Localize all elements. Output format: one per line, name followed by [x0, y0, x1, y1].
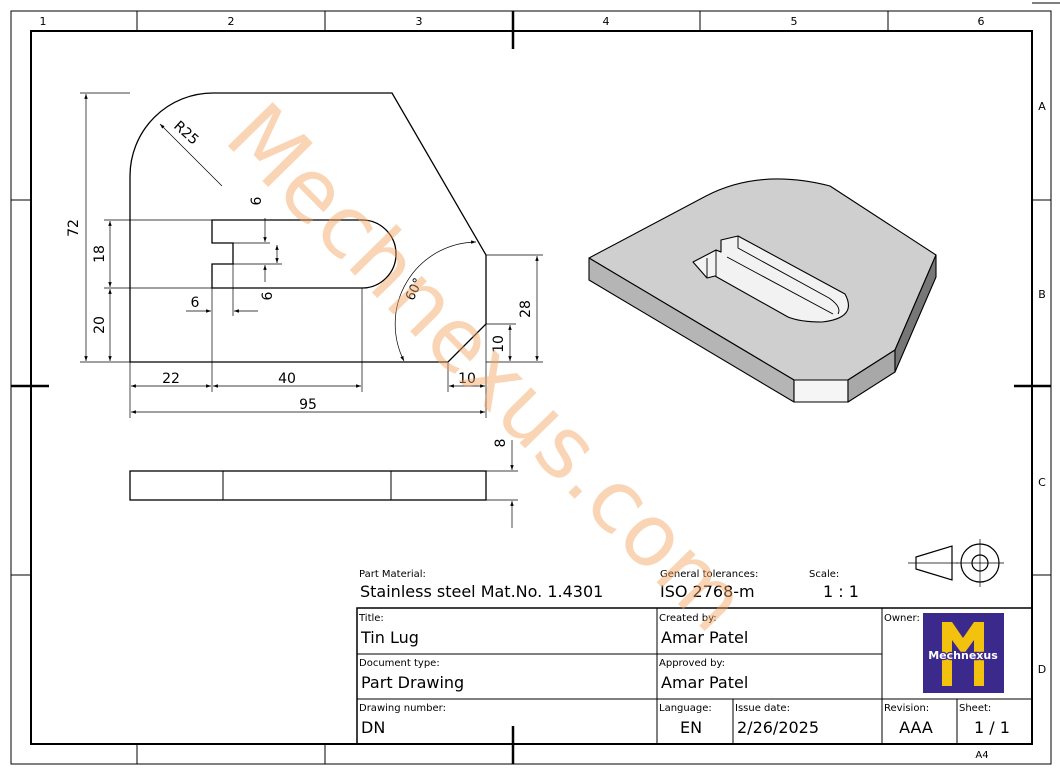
sheet-label: Sheet:: [959, 703, 991, 714]
column-label: 6: [978, 15, 985, 28]
dimension-label: 8: [493, 439, 509, 448]
issue-date-value: 2/26/2025: [737, 718, 819, 737]
tolerance-label: General tolerances:: [660, 569, 758, 580]
dimension-lines: [80, 92, 543, 528]
dimension-label: R25: [170, 118, 201, 148]
mechnexus-logo: Mechnexus: [923, 613, 1004, 693]
dimension-label: 10: [491, 335, 507, 353]
dimension-label: 6: [249, 196, 265, 205]
dimension-label: 28: [518, 300, 534, 318]
dimension-label: 72: [66, 219, 82, 237]
paper-size-label: A4: [975, 750, 988, 761]
language-label: Language:: [659, 703, 712, 714]
scale-label: Scale:: [809, 569, 839, 580]
watermark-text: Mechnexus.com: [207, 85, 766, 652]
title-block-texts: Part Material: Stainless steel Mat.No. 1…: [358, 569, 1010, 737]
title-value: Tin Lug: [360, 628, 419, 647]
title-label: Title:: [358, 613, 384, 624]
document-type-value: Part Drawing: [361, 673, 464, 692]
column-labels: 1 2 3 4 5 6: [40, 15, 985, 28]
dimension-label: 95: [299, 397, 317, 413]
material-label: Part Material:: [359, 569, 426, 580]
column-label: 4: [603, 15, 610, 28]
title-block-lines: [356, 607, 1033, 745]
dimension-label: 6: [260, 291, 276, 300]
approved-by-label: Approved by:: [659, 658, 725, 669]
document-type-label: Document type:: [359, 658, 440, 669]
row-labels: A B C D: [1038, 100, 1046, 676]
logo-letter-icon: [942, 622, 984, 686]
column-label: 5: [791, 15, 798, 28]
created-by-label: Created by:: [659, 613, 717, 624]
logo-text: Mechnexus: [928, 649, 998, 662]
row-label: C: [1038, 476, 1046, 489]
dimension-label: 22: [162, 371, 180, 387]
column-label: 1: [40, 15, 47, 28]
scale-value: 1 : 1: [823, 582, 859, 601]
drawing-number-label: Drawing number:: [359, 703, 446, 714]
column-label: 2: [228, 15, 235, 28]
approved-by-value: Amar Patel: [661, 673, 748, 692]
dimension-label: 18: [92, 245, 108, 263]
revision-label: Revision:: [884, 703, 929, 714]
column-label: 3: [416, 15, 423, 28]
dimension-label: 10: [458, 371, 476, 387]
dimension-label: 6: [191, 295, 200, 311]
issue-date-label: Issue date:: [735, 703, 790, 714]
created-by-value: Amar Patel: [661, 628, 748, 647]
projection-symbol-icon: [908, 539, 1004, 587]
row-label: A: [1038, 100, 1046, 113]
isometric-view: [588, 178, 937, 403]
row-label: B: [1038, 288, 1046, 301]
language-value: EN: [680, 718, 702, 737]
row-label: D: [1038, 663, 1046, 676]
dimension-label: 40: [278, 371, 296, 387]
drawing-number-value: DN: [361, 718, 385, 737]
dimension-label: 20: [92, 316, 108, 334]
material-value: Stainless steel Mat.No. 1.4301: [360, 582, 603, 601]
bottom-view: [129, 470, 487, 501]
owner-label: Owner:: [884, 613, 920, 624]
tolerance-value: ISO 2768-m: [660, 582, 755, 601]
sheet-value: 1 / 1: [974, 718, 1010, 737]
revision-value: AAA: [899, 718, 933, 737]
front-view: [129, 92, 487, 363]
